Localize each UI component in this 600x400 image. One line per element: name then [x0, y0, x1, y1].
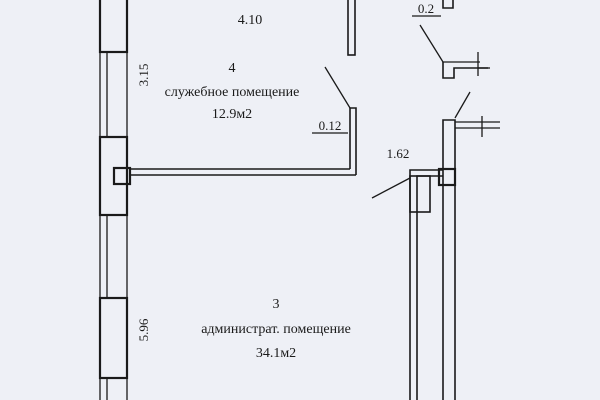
door-swing	[419, 24, 444, 63]
dimension-room3-height: 5.96	[136, 318, 151, 341]
wall-pier	[98, 296, 129, 380]
dimension-room4-height: 3.15	[136, 64, 151, 87]
column	[437, 167, 457, 187]
wall-pier	[98, 135, 129, 217]
door-swing	[371, 177, 411, 199]
column	[112, 166, 132, 186]
dimension-wall-offset: 0.12	[319, 118, 342, 133]
right-walls	[371, 0, 500, 400]
room-4-label: 4 служебное помещение 12.9м2	[165, 61, 300, 122]
room-name: служебное помещение	[165, 85, 300, 100]
wall-pier	[98, 0, 129, 54]
room-number: 3	[273, 297, 280, 312]
partition-wall	[130, 0, 357, 176]
room-area: 12.9м2	[212, 107, 252, 122]
door-swing	[454, 91, 471, 119]
room-3-label: 3 администрат. помещение 34.1м2	[201, 297, 351, 361]
room-area: 34.1м2	[256, 346, 296, 361]
door-swing	[324, 66, 351, 109]
dimension-corridor-width: 1.62	[387, 146, 410, 161]
room-name: администрат. помещение	[201, 322, 351, 337]
dimension-top-right: 0.2	[418, 1, 434, 16]
left-exterior-wall	[98, 0, 132, 400]
room-number: 4	[229, 61, 236, 76]
dimension-top-width: 4.10	[238, 13, 263, 28]
